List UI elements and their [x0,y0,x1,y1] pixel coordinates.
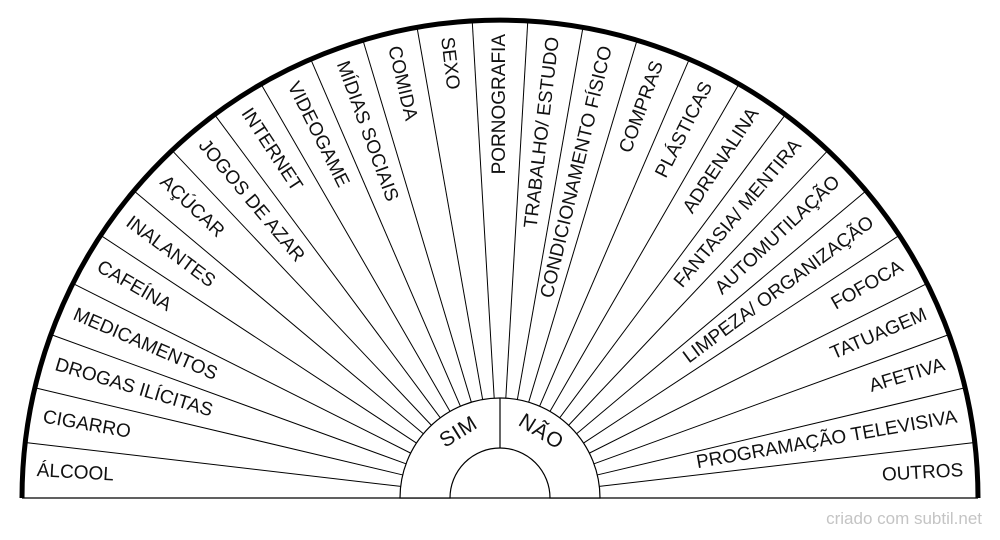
divider-line [568,149,829,426]
divider-lines [25,20,975,487]
divider-line [539,58,690,407]
divider-line [34,387,403,476]
divider-line [599,442,975,487]
divider-line [171,149,432,426]
divider-line [528,39,638,403]
divider-line [310,58,461,407]
divider-line [214,114,441,419]
segment-label: CAFEÍNA [93,256,175,316]
segment-label: PORNOGRAFIA [489,34,510,175]
divider-line [72,283,411,454]
credit-text: criado com subtil.net [826,509,982,528]
segment-label: FOFOCA [828,256,907,314]
outer-arc [19,17,981,499]
segment-label: AFETIVA [867,354,948,397]
divider-line [597,387,966,476]
segment-label: TRABALHO/ ESTUDO [521,36,564,229]
divider-line [133,190,424,435]
divider-line [260,83,451,412]
segment-label: COMIDA [383,44,421,123]
divider-line [583,234,900,444]
segment-label: TATUAGEM [827,304,930,364]
segment-label: SEXO [436,36,463,91]
divider-line [25,442,401,487]
divider-line [362,39,472,403]
divider-line [505,20,529,399]
segment-label: ÁLCOOL [36,460,114,485]
divider-line [576,190,867,435]
divider-line [50,334,407,465]
segment-label: AÇÚCAR [156,171,229,242]
divider-line [549,83,740,412]
divider-line [516,27,584,400]
divider-line [100,234,417,444]
segment-label: COMPRAS [616,58,669,155]
segment-label: OUTROS [881,460,963,486]
divider-line [589,283,928,454]
divider-line [416,27,484,400]
divider-line [593,334,950,465]
segment-label: JOGOS DE AZAR [194,135,308,266]
divider-line [559,114,786,419]
divider-line [471,20,495,399]
segment-label: CIGARRO [41,407,132,443]
